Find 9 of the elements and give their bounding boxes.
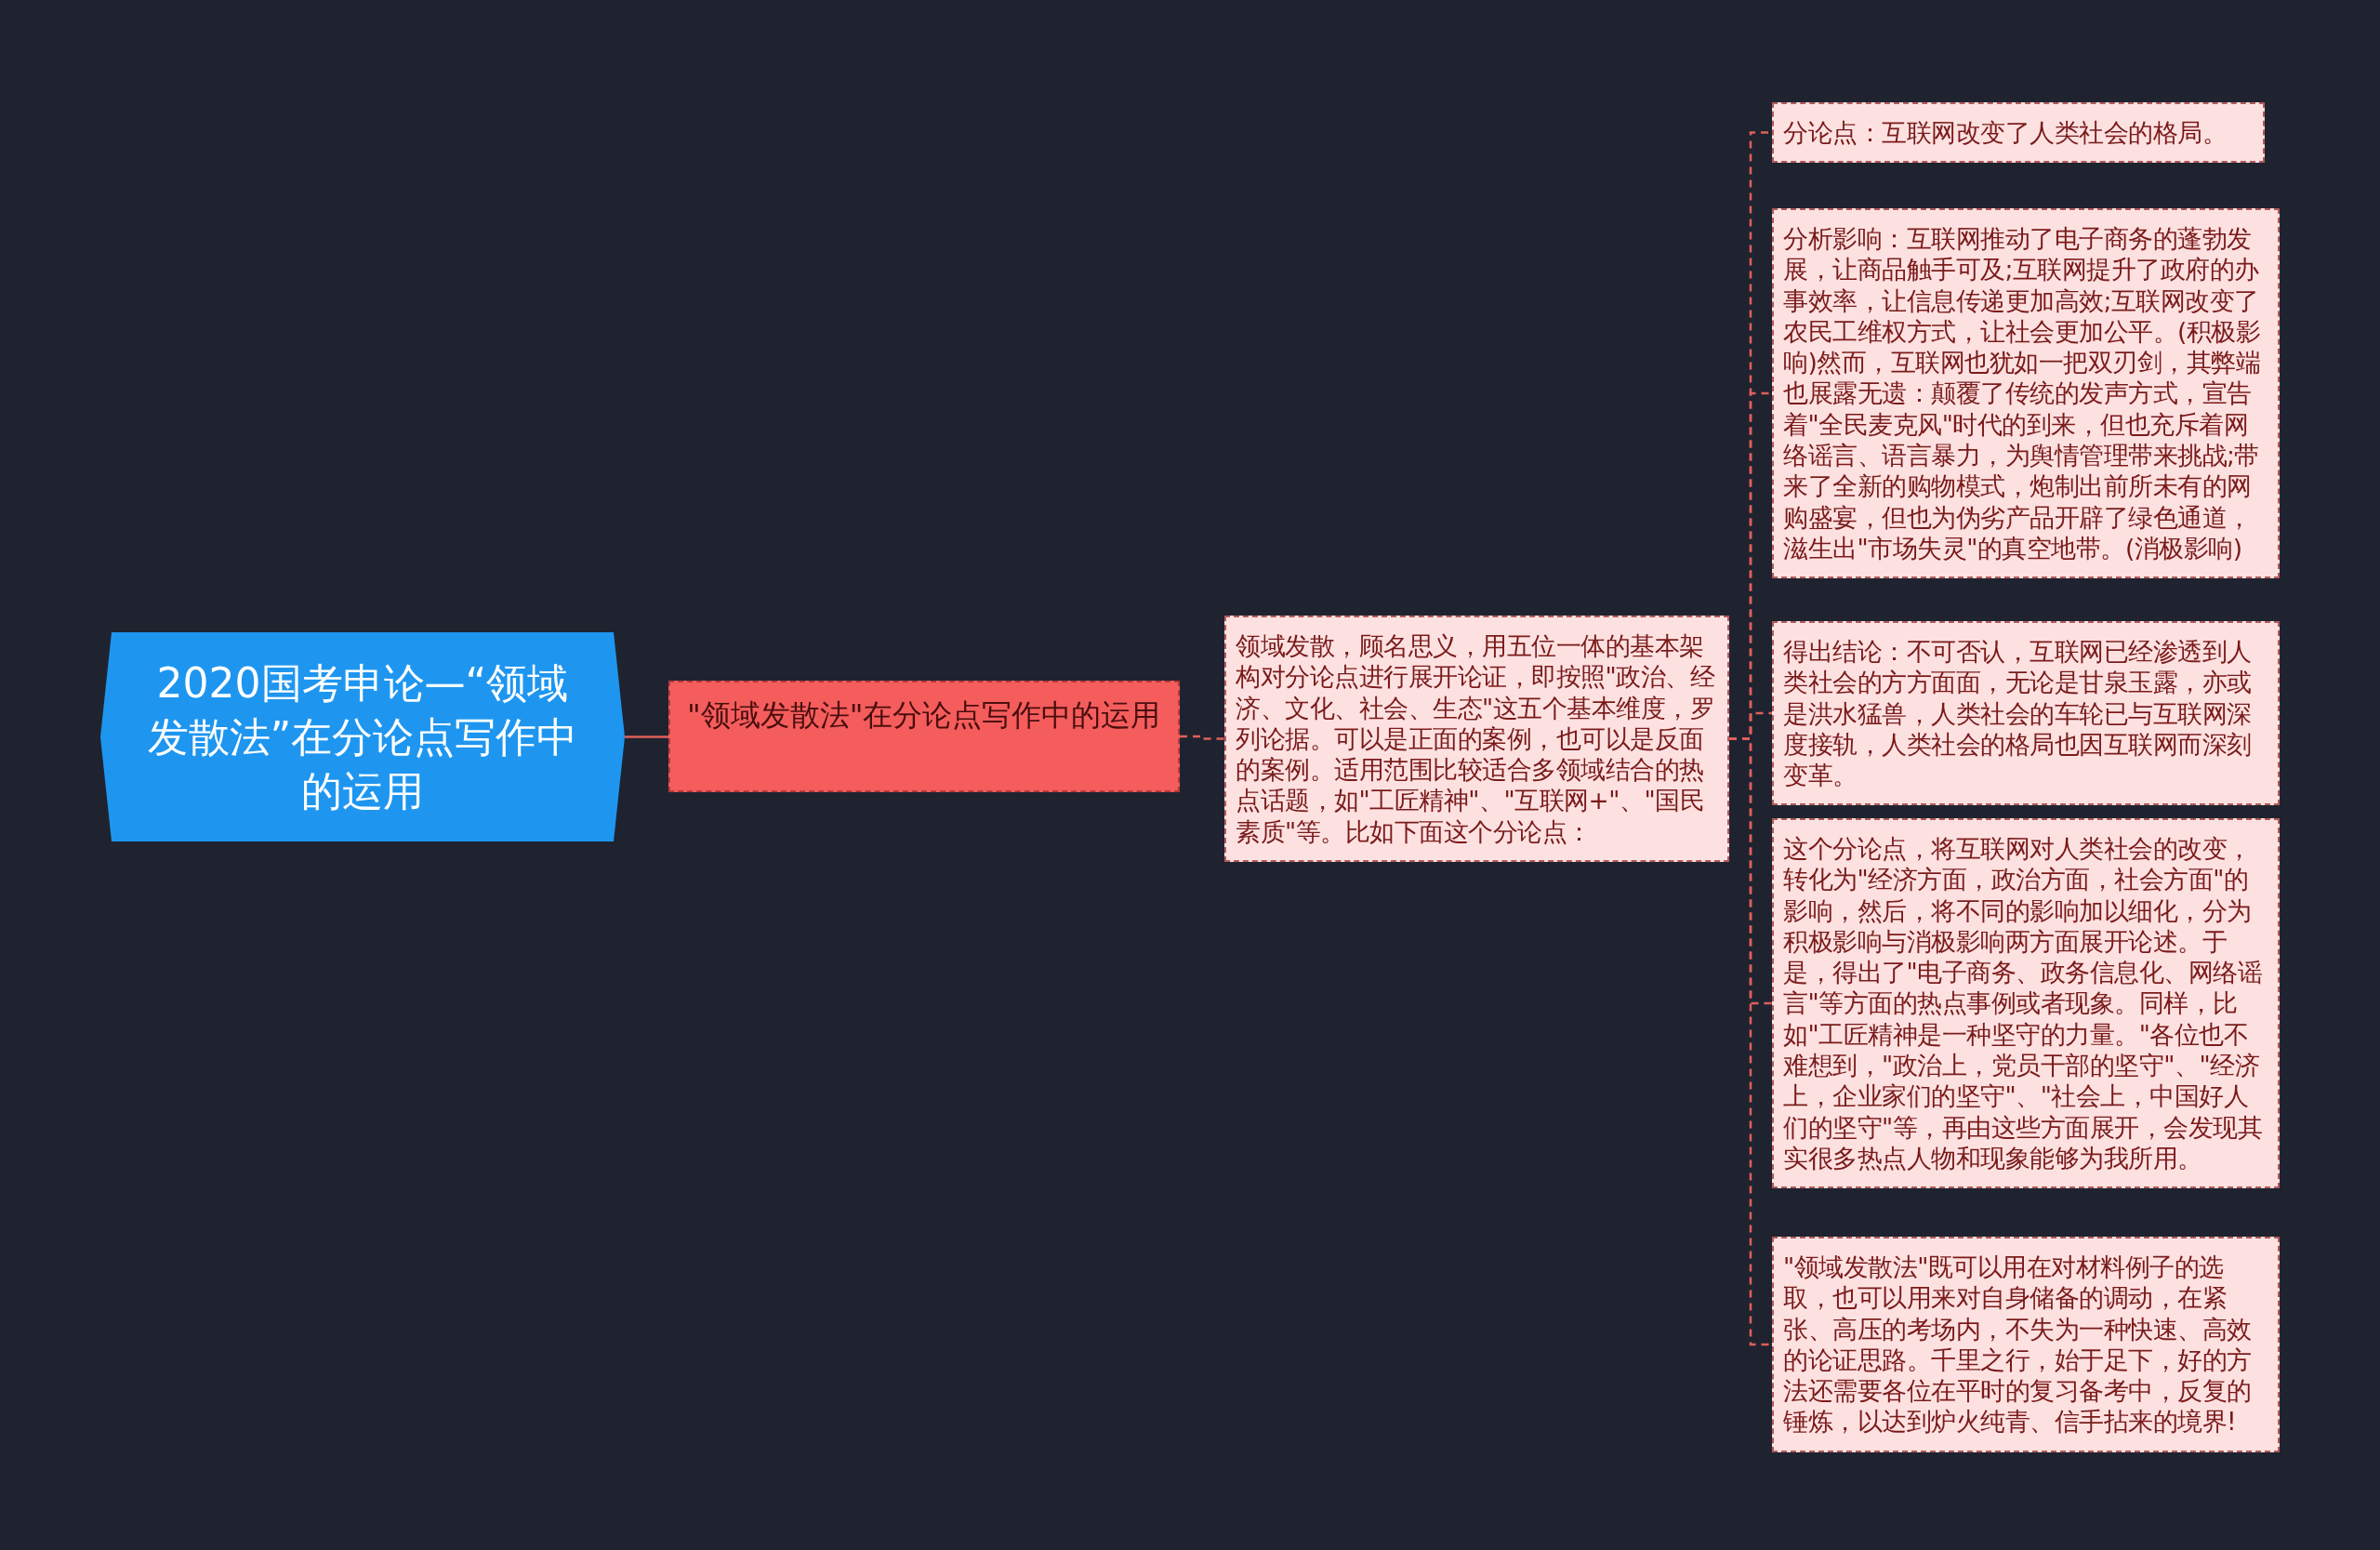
text-box: 分论点：互联网改变了人类社会的格局。 — [1772, 102, 2265, 164]
connector-line — [1180, 735, 1224, 740]
text-box: 得出结论：不可否认，互联网已经渗透到人类社会的方方面面，无论是甘泉玉露，亦或是洪水猛兽，人类社会的车轮已与互联网深度接轨，人类社会的格局也因互联网而深刻变革。 — [1772, 621, 2280, 806]
text-box: 分析影响：互联网推动了电子商务的蓬勃发展，让商品触手可及;互联网提升了政府的办事效率，让信息传递更加高效;互联网改变了农民工维权方式，让社会更加公平。(积极影响)然而，互联网也犹如一把双刃剑，其弊端也展露无遗：颠覆了传统的发声方式，宣告着"全民麦克风"时代的到来，但也充斥着网络谣言、语言暴力，为舆情管理带来挑战;带来了全新的购物模式，炮制出前所未有的网购盛宴，但也为伪劣产品开辟了绿色通道，滋生出"市场失灵"的真空地带。(消极影响) — [1772, 208, 2280, 579]
connector-line — [625, 735, 668, 738]
text-box: 领域发散，顾名思义，用五位一体的基本架构对分论点进行展开论证，即按照"政治、经济、文化、社会、生态"这五个基本维度，罗列论据。可以是正面的案例，也可以是反面的案例。适用范围比较适合多领域结合的热点话题，如"工匠精神"、"互联网+"、"国民素质"等。比如下面这个分论点： — [1224, 616, 1729, 863]
branch-box: "领域发散法"在分论点写作中的运用 — [668, 681, 1180, 792]
text-box: "领域发散法"既可以用在对材料例子的选取，也可以用来对自身储备的调动，在紧张、高压的考场内，不失为一种快速、高效的论证思路。千里之行，始于足下，好的方法还需要各位在平时的复习备考中，反复的锤炼，以达到炉火纯青、信手拈来的境界! — [1772, 1237, 2280, 1452]
text-box: 这个分论点，将互联网对人类社会的改变，转化为"经济方面，政治方面，社会方面"的影响，然后，将不同的影响加以细化，分为积极影响与消极影响两方面展开论述。于是，得出了"电子商务、政务信息化、网络谣言"等方面的热点事例或者现象。同样，比如"工匠精神是一种坚守的力量。"各位也不难想到，"政治上，党员干部的坚守"、"经济上，企业家们的坚守"、"社会上，中国好人们的坚守"等，再由这些方面展开，会发现其实很多热点人物和现象能够为我所用。 — [1772, 818, 2280, 1189]
